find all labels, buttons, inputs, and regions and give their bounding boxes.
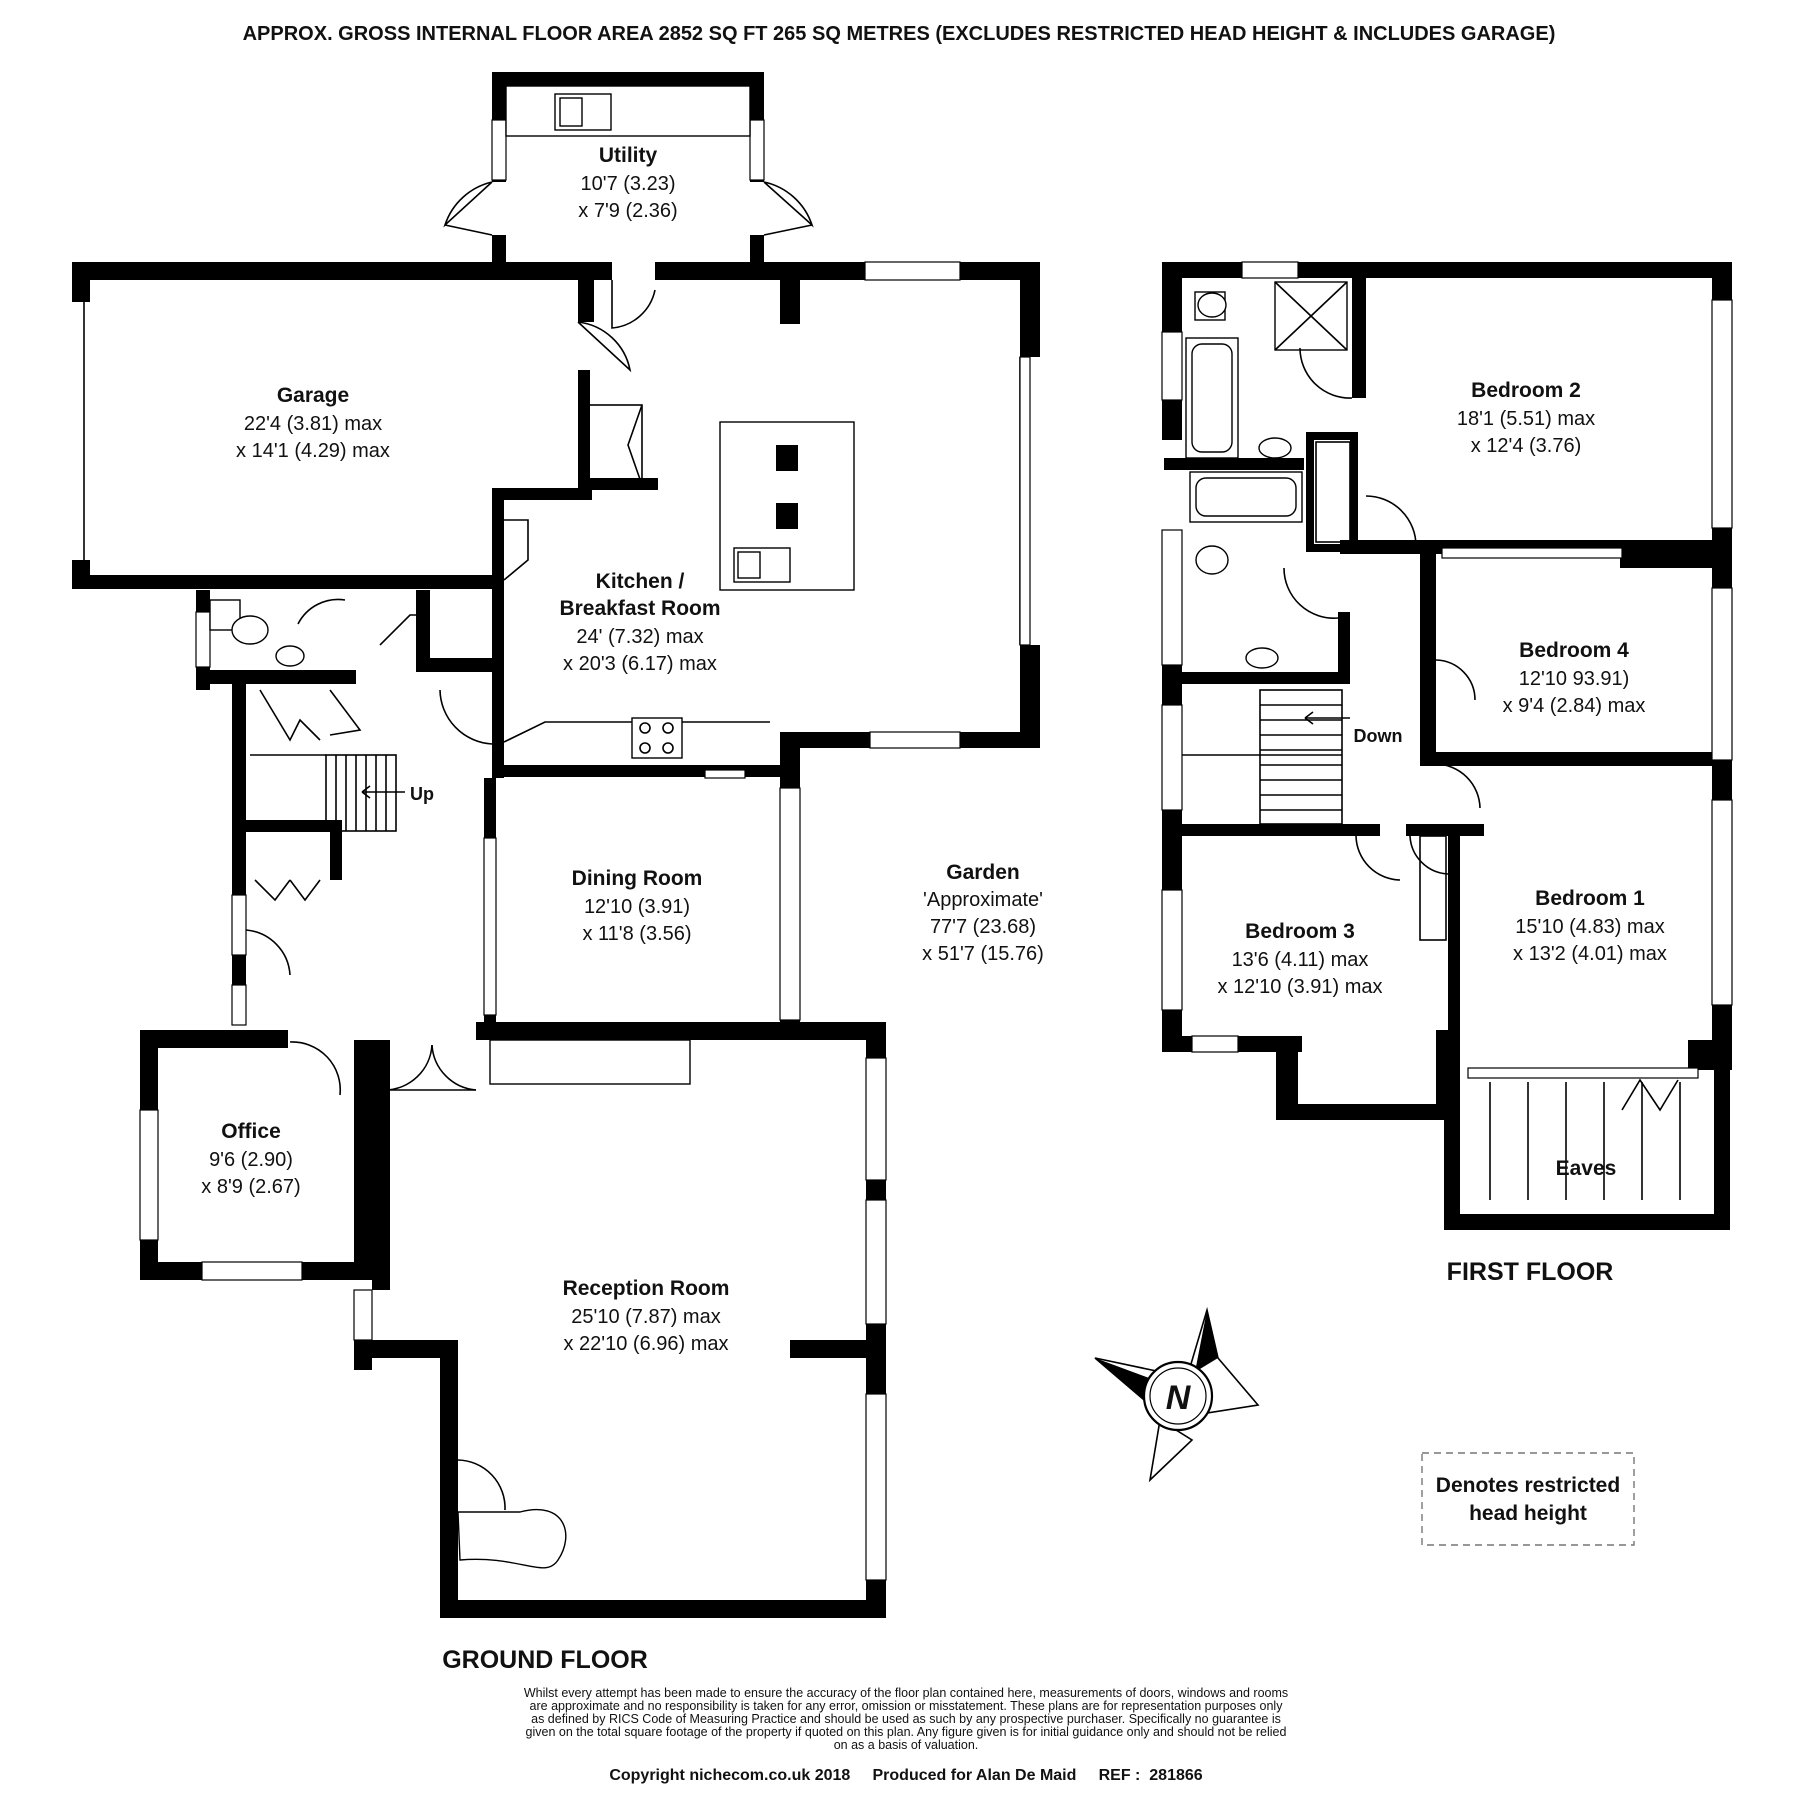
kitchen-dim2: x 20'3 (6.17) max xyxy=(563,653,717,675)
first-floor-fixtures xyxy=(1182,281,1681,1200)
bedroom3-dim1: 13'6 (4.11) max xyxy=(1232,949,1369,971)
bedroom4-name: Bedroom 4 xyxy=(1519,639,1629,662)
dining-dim1: 12'10 (3.91) xyxy=(584,896,690,918)
bedroom2-dim1: 18'1 (5.51) max xyxy=(1457,408,1595,430)
garden-note: 'Approximate' xyxy=(923,889,1043,911)
restricted-head-height-legend: Denotes restricted head height xyxy=(1421,1452,1635,1546)
bedroom4-dim1: 12'10 93.91) xyxy=(1519,668,1630,690)
garden-dim2: x 51'7 (15.76) xyxy=(922,943,1044,965)
disclaimer-line-1: Whilst every attempt has been made to en… xyxy=(524,1686,1288,1700)
copyright-line: Copyright nichecom.co.uk 2018 Produced f… xyxy=(609,1767,1202,1784)
stairs-down-label: Down xyxy=(1354,726,1403,746)
garden-dim1: 77'7 (23.68) xyxy=(930,916,1036,938)
ground-floor-windows xyxy=(83,119,1031,1581)
bedroom3-name: Bedroom 3 xyxy=(1245,920,1355,943)
first-floor-windows xyxy=(1161,261,1733,1079)
dining-name: Dining Room xyxy=(572,867,703,890)
reception-dim1: 25'10 (7.87) max xyxy=(571,1306,720,1328)
bedroom1-name: Bedroom 1 xyxy=(1535,887,1645,910)
office-dim1: 9'6 (2.90) xyxy=(209,1149,293,1171)
bedroom4-dim2: x 9'4 (2.84) max xyxy=(1503,695,1646,717)
footer-disclaimer: Whilst every attempt has been made to en… xyxy=(524,1686,1288,1752)
ground-floor-fixtures xyxy=(209,85,855,1569)
first-floor-walls xyxy=(1162,262,1732,1230)
kitchen-name-line2: Breakfast Room xyxy=(559,597,720,620)
legend-line1: Denotes restricted xyxy=(1436,1474,1620,1497)
ground-floor-labels: Utility 10'7 (3.23) x 7'9 (2.36) Garage … xyxy=(201,144,1044,1674)
kitchen-name-line1: Kitchen / xyxy=(596,570,685,593)
office-dim2: x 8'9 (2.67) xyxy=(201,1176,300,1198)
first-floor-label: FIRST FLOOR xyxy=(1447,1258,1614,1286)
reception-dim2: x 22'10 (6.96) max xyxy=(563,1333,728,1355)
utility-dim2: x 7'9 (2.36) xyxy=(578,200,677,222)
disclaimer-line-4: given on the total square footage of the… xyxy=(526,1725,1287,1739)
eaves-name: Eaves xyxy=(1556,1157,1617,1180)
floor-area-heading: APPROX. GROSS INTERNAL FLOOR AREA 2852 S… xyxy=(243,23,1556,45)
bedroom2-dim2: x 12'4 (3.76) xyxy=(1471,435,1582,457)
compass-north-icon: N xyxy=(1094,1306,1260,1483)
office-name: Office xyxy=(221,1120,281,1143)
disclaimer-line-2: are approximate and no responsibility is… xyxy=(530,1699,1284,1713)
dining-dim2: x 11'8 (3.56) xyxy=(582,923,691,945)
utility-name: Utility xyxy=(599,144,658,167)
garage-dim2: x 14'1 (4.29) max xyxy=(236,440,390,462)
ground-floor-walls xyxy=(72,72,1040,1618)
bedroom1-dim1: 15'10 (4.83) max xyxy=(1515,916,1664,938)
stairs-up-label: Up xyxy=(410,784,434,804)
legend-line2: head height xyxy=(1469,1502,1587,1525)
compass-letter: N xyxy=(1166,1379,1192,1417)
garden-name: Garden xyxy=(946,861,1020,884)
bedroom2-name: Bedroom 2 xyxy=(1471,379,1581,402)
garage-name: Garage xyxy=(277,384,349,407)
bedroom3-dim2: x 12'10 (3.91) max xyxy=(1217,976,1382,998)
reception-name: Reception Room xyxy=(563,1277,730,1300)
disclaimer-line-3: as defined by RICS Code of Measuring Pra… xyxy=(531,1712,1281,1726)
bedroom1-dim2: x 13'2 (4.01) max xyxy=(1513,943,1667,965)
ground-floor-label: GROUND FLOOR xyxy=(442,1646,648,1674)
kitchen-dim1: 24' (7.32) max xyxy=(576,626,703,648)
utility-dim1: 10'7 (3.23) xyxy=(581,173,676,195)
disclaimer-line-5: on as a basis of valuation. xyxy=(834,1738,979,1752)
garage-dim1: 22'4 (3.81) max xyxy=(244,413,382,435)
first-floor-labels: Bedroom 2 18'1 (5.51) max x 12'4 (3.76) … xyxy=(1217,379,1666,1286)
